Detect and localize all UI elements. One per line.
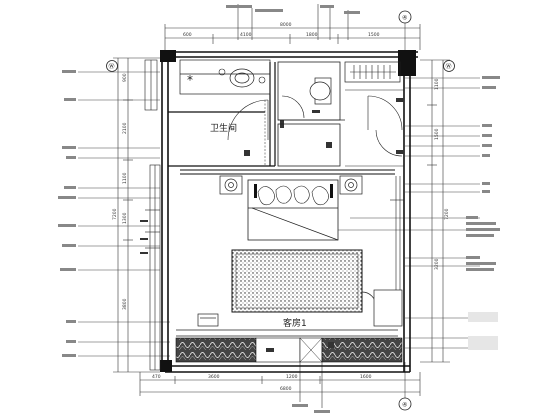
dim-bottom-total: 6800: [280, 386, 292, 392]
axis-bubble-left: Ⓦ: [106, 60, 118, 72]
dim-top-3: 1800: [306, 32, 318, 38]
vanity-counter: [179, 59, 271, 95]
bathroom-door-swing: [227, 99, 269, 141]
window-sill-band: [175, 337, 403, 363]
axis-bubble-top-right: ④: [398, 10, 412, 50]
wc-room: [277, 61, 345, 167]
axis-bubble-bottom-right: ④: [398, 362, 412, 411]
dim-right-3: 3200: [434, 258, 440, 270]
dim-right-total: 7200: [444, 208, 450, 220]
left-wall-ticks: [140, 220, 148, 254]
top-dimension-lines: [164, 4, 421, 50]
armchair: [361, 289, 403, 327]
dim-bottom-1: 470: [152, 374, 161, 380]
bathroom-walls: [168, 62, 276, 167]
left-dimension-labels: 900 2100 1100 1300 3800 7200: [112, 73, 128, 310]
toilet-fixture: [309, 77, 332, 105]
structural-columns: [160, 50, 416, 372]
bottom-dimension-lines: [139, 362, 421, 408]
dim-left-2: 2100: [122, 122, 128, 134]
bottom-dimension-labels: 470 3600 1200 1600 6800: [152, 374, 372, 392]
dim-bottom-3: 1200: [286, 374, 298, 380]
exterior-walls: [161, 51, 418, 373]
left-dimension-lines: [113, 57, 160, 373]
dim-bottom-4: 1600: [360, 374, 372, 380]
headboard-wall: [180, 169, 395, 175]
dim-right-1: 1100: [434, 78, 440, 90]
axis-label-top-right: ④: [402, 15, 407, 22]
room-label-toilet: 卫生间: [210, 122, 237, 134]
bed-pillows: [257, 185, 329, 206]
nightstand-right: [339, 175, 363, 195]
axis-label-left: Ⓦ: [109, 63, 115, 71]
axis-label-bottom-right: ④: [402, 402, 407, 409]
floor-drain-icon: [218, 68, 266, 84]
wardrobe-hangers: [350, 65, 396, 79]
bed-side-marks: [254, 184, 333, 198]
entry-door-swing: [345, 89, 404, 167]
dim-left-5: 3800: [122, 298, 128, 310]
entry-marks: [396, 98, 404, 154]
dim-top-total: 8000: [280, 22, 292, 28]
right-dimension-labels: 1100 1500 3200 7200: [434, 78, 450, 270]
axis-bubble-right: Ⓦ: [443, 60, 455, 72]
dim-right-2: 1500: [434, 128, 440, 140]
washbasin: [229, 68, 255, 88]
axis-label-right: Ⓦ: [446, 63, 452, 71]
desk: [176, 329, 398, 337]
top-annotation-marks: [226, 5, 360, 14]
dim-bottom-2: 3600: [208, 374, 220, 380]
star-icon: *: [187, 73, 193, 87]
room-label-bedroom: 客房1: [283, 317, 307, 329]
small-bottom-marks: [266, 342, 334, 352]
nightstand-left: [219, 175, 243, 195]
wc-door-swing: [281, 95, 305, 119]
right-wall-details: [390, 176, 404, 290]
right-annotation-leaders: [330, 77, 480, 349]
dim-left-1: 900: [122, 73, 128, 82]
left-annotation-marks: [58, 70, 76, 357]
right-faint-boxes: [468, 312, 498, 350]
dim-top-2: 4100: [240, 32, 252, 38]
dim-top-1: 600: [183, 32, 192, 38]
dim-left-4: 1300: [122, 212, 128, 224]
right-dimension-lines: [420, 59, 450, 363]
wc-small-marks: [312, 110, 332, 148]
right-annotation-marks: [466, 76, 500, 271]
dim-left-total: 7200: [112, 208, 118, 220]
wardrobe: [344, 61, 401, 83]
area-rug: [231, 249, 363, 313]
top-dimension-labels: 600 4100 1800 1500 8000: [183, 22, 380, 38]
left-window-details: [144, 59, 161, 371]
bottom-annotation-marks: [292, 404, 330, 413]
dim-top-4: 1500: [368, 32, 380, 38]
left-annotation-leaders: [78, 71, 170, 357]
dim-left-3: 1100: [122, 172, 128, 184]
desk-chair: [197, 313, 219, 327]
